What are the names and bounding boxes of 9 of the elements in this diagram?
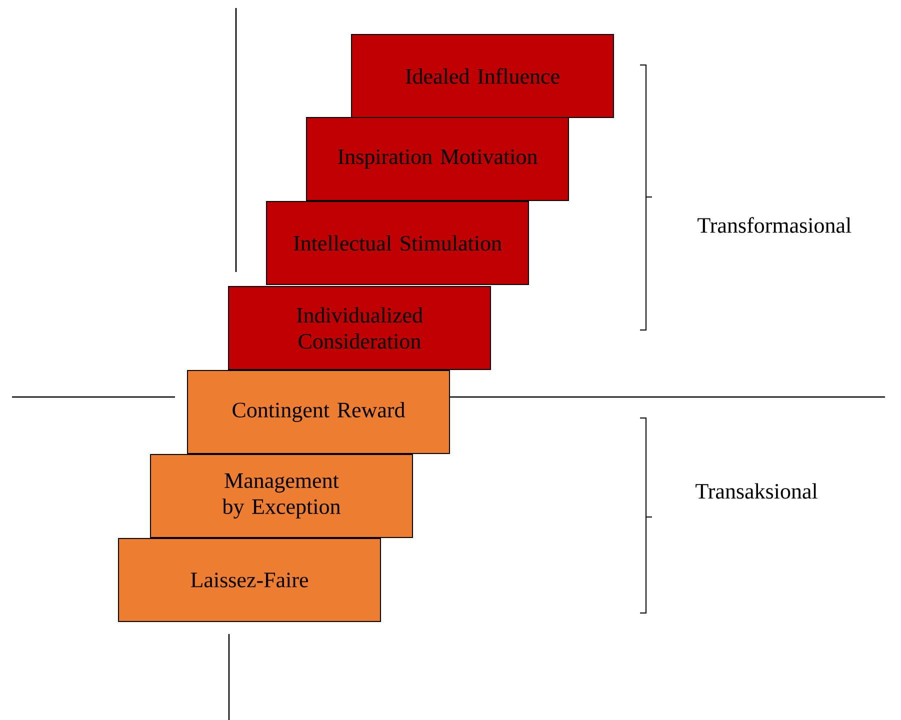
step-box: Idealed Influence (351, 34, 614, 118)
step-box: Laissez-Faire (118, 538, 381, 622)
step-box: Individualized Consideration (228, 286, 491, 370)
step-box: Management by Exception (150, 454, 413, 538)
group-label: Transformasional (698, 217, 852, 233)
step-box: Contingent Reward (187, 370, 450, 454)
step-box: Intellectual Stimulation (266, 201, 529, 285)
step-box: Inspiration Motivation (306, 117, 569, 201)
group-label: Transaksional (696, 483, 818, 499)
